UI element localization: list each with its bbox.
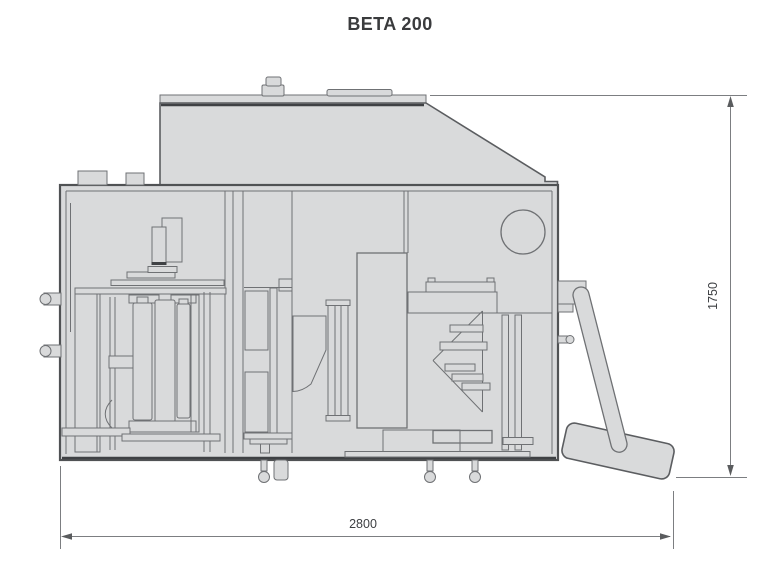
base-step [382,429,461,453]
left-pipe-lower [39,344,62,358]
roller-unit [128,293,200,433]
arrow-up-icon [727,96,734,107]
foot-4 [469,459,481,483]
left-pipe-upper [39,292,62,306]
leg-pin [565,335,575,344]
arrow-down-icon [727,465,734,476]
center-columns [325,299,351,422]
arrow-left-icon [61,533,72,540]
divider-panels [243,278,293,454]
louver-1 [449,324,484,333]
machine [39,76,675,483]
base-plate-2 [121,433,221,442]
dimension-annotations: 1750 2800 [60,95,747,549]
hood-cover-plate [326,89,393,97]
louver-4 [451,373,484,382]
inner-walls [65,190,553,454]
foot-1 [258,459,270,483]
body-cap-left-1 [77,170,108,186]
roller-bottom-plate [128,420,197,433]
foot-2 [273,459,289,481]
louver-5 [461,382,491,391]
base-plate-1 [61,427,131,437]
support-leg [572,286,628,453]
roller-1 [132,302,153,421]
foot-3 [424,459,436,483]
arrow-right-icon [660,533,671,540]
width-dimension-label: 2800 [349,517,377,531]
hopper-unit [407,277,552,451]
discharge-chute [292,315,327,393]
left-frame [74,292,211,453]
floor-rail [344,451,531,458]
body-cap-left-2 [125,172,145,186]
louver-3 [444,363,476,372]
main-panel [356,252,408,429]
page-title: BETA 200 [347,14,433,34]
vent-cap-top [265,76,282,87]
hood [159,102,559,187]
height-dimension-label: 1750 [706,282,720,310]
support-leg-assembly [557,280,675,480]
motor-assembly [74,217,227,295]
base-bar [432,429,493,444]
fan-circle [500,209,546,255]
roller-2 [154,299,176,423]
louver-2 [439,341,488,351]
vent-cap-base [261,84,285,97]
roller-3 [176,303,191,419]
